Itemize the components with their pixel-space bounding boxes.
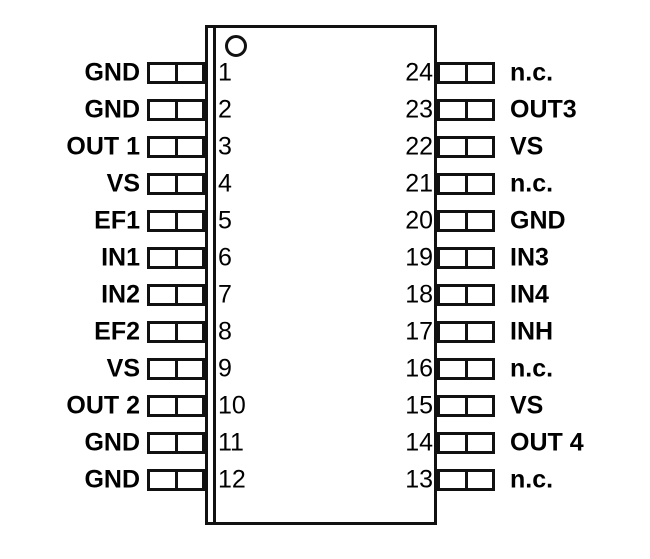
pin-signal-label: n.c. — [510, 58, 554, 87]
pin-lead — [437, 136, 495, 158]
pin-signal-label: OUT 4 — [510, 428, 584, 457]
pin-row: IN1 6 — [0, 243, 232, 272]
pin-row: VS 4 — [0, 169, 232, 198]
pin-number: 12 — [218, 465, 246, 494]
pin-lead — [437, 432, 495, 454]
pin-signal-label: EF1 — [94, 206, 140, 235]
pin-lead — [147, 432, 205, 454]
pin-lead — [147, 284, 205, 306]
pin-signal-label: OUT3 — [510, 95, 577, 124]
pin-signal-label: IN1 — [101, 243, 140, 272]
pin-row: GND 20 — [405, 206, 650, 235]
package-inner-edge-line — [213, 25, 216, 525]
pin-row: VS 15 — [405, 391, 650, 420]
pin-number: 11 — [218, 428, 244, 457]
pin-signal-label: GND — [510, 206, 566, 235]
pin-signal-label: GND — [84, 95, 140, 124]
pin-number: 3 — [218, 132, 232, 161]
pin-lead — [437, 321, 495, 343]
pin-lead — [437, 247, 495, 269]
pin-number: 17 — [405, 317, 433, 346]
pin-row: OUT 2 10 — [0, 391, 245, 420]
pin-row: EF2 8 — [0, 317, 232, 346]
pin-row: GND 1 — [0, 58, 231, 87]
pin-row: n.c. 21 — [405, 169, 650, 198]
pin-row: OUT 4 14 — [405, 428, 650, 457]
pin-signal-label: IN3 — [510, 243, 549, 272]
pin-row: n.c. 13 — [405, 465, 650, 494]
pin-lead — [437, 469, 495, 491]
pin-row: IN3 19 — [405, 243, 650, 272]
pin-lead — [437, 395, 495, 417]
pin-number: 19 — [405, 243, 433, 272]
pin-signal-label: INH — [510, 317, 554, 346]
pin-number: 22 — [405, 132, 433, 161]
pin-signal-label: GND — [84, 428, 140, 457]
pin-number: 13 — [405, 465, 433, 494]
pin-number: 5 — [218, 206, 232, 235]
pin-row: GND 11 — [0, 428, 244, 457]
pin-signal-label: VS — [106, 169, 140, 198]
pin-signal-label: OUT 2 — [66, 391, 140, 420]
pin-lead — [147, 321, 205, 343]
pin-lead — [147, 210, 205, 232]
pin-row: OUT 1 3 — [0, 132, 232, 161]
pin-lead — [437, 62, 495, 84]
pin-signal-label: GND — [84, 58, 140, 87]
pin-row: VS 22 — [405, 132, 650, 161]
pin-signal-label: OUT 1 — [66, 132, 140, 161]
pin-lead — [437, 210, 495, 232]
pin-number: 1 — [218, 58, 232, 87]
pin-row: IN2 7 — [0, 280, 232, 309]
pin-signal-label: VS — [510, 132, 544, 161]
pin-row: GND 12 — [0, 465, 245, 494]
pin-signal-label: n.c. — [510, 354, 554, 383]
pin-lead — [147, 247, 205, 269]
pin-row: INH 17 — [405, 317, 650, 346]
pin-row: OUT3 23 — [405, 95, 650, 124]
pin-number: 16 — [405, 354, 433, 383]
pin-lead — [147, 62, 205, 84]
pin-lead — [437, 99, 495, 121]
pin-lead — [147, 136, 205, 158]
pin-number: 8 — [218, 317, 232, 346]
pin-lead — [437, 284, 495, 306]
pin-number: 7 — [218, 280, 232, 309]
pin-number: 20 — [405, 206, 433, 235]
pin-number: 23 — [405, 95, 433, 124]
pin-lead — [147, 173, 205, 195]
pin-row: n.c. 16 — [405, 354, 650, 383]
pin-number: 10 — [218, 391, 246, 420]
pin-lead — [147, 99, 205, 121]
pin-signal-label: IN4 — [510, 280, 549, 309]
pin-row: n.c. 24 — [405, 58, 650, 87]
pin-signal-label: n.c. — [510, 169, 554, 198]
pin-1-indicator-circle-icon — [225, 35, 247, 57]
pin-number: 21 — [405, 169, 433, 198]
pin-number: 9 — [218, 354, 232, 383]
pin-number: 2 — [218, 95, 232, 124]
pin-row: VS 9 — [0, 354, 232, 383]
pin-number: 15 — [405, 391, 433, 420]
package-body-outline — [205, 25, 437, 525]
pin-lead — [147, 469, 205, 491]
pin-signal-label: GND — [84, 465, 140, 494]
pin-signal-label: n.c. — [510, 465, 554, 494]
pin-signal-label: VS — [510, 391, 544, 420]
pin-number: 24 — [405, 58, 433, 87]
pin-row: IN4 18 — [405, 280, 650, 309]
pin-lead — [437, 358, 495, 380]
pin-signal-label: IN2 — [101, 280, 140, 309]
pin-number: 18 — [405, 280, 433, 309]
pin-signal-label: VS — [106, 354, 140, 383]
pin-signal-label: EF2 — [94, 317, 140, 346]
pin-row: EF1 5 — [0, 206, 232, 235]
pin-number: 14 — [405, 428, 433, 457]
pin-row: GND 2 — [0, 95, 231, 124]
pin-number: 6 — [218, 243, 232, 272]
pin-lead — [147, 395, 205, 417]
pin-lead — [437, 173, 495, 195]
pin-number: 4 — [218, 169, 232, 198]
pin-lead — [147, 358, 205, 380]
